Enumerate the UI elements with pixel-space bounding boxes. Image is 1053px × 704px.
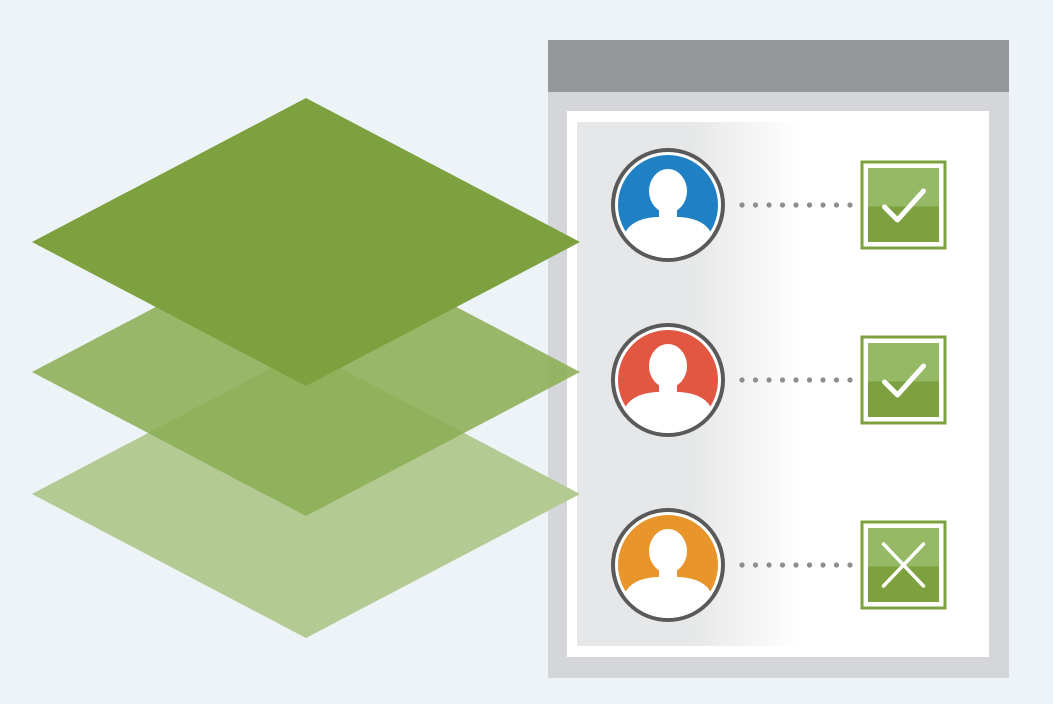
x-mark-icon — [881, 542, 926, 588]
checkmark-icon — [882, 363, 926, 398]
checkmark-icon — [882, 188, 926, 223]
panel-header-bar — [548, 40, 1009, 92]
denied-checkbox — [860, 520, 947, 610]
user-row — [611, 508, 947, 622]
approved-checkbox — [860, 335, 947, 425]
user-avatar-icon — [611, 148, 725, 262]
layer-stack — [32, 98, 580, 638]
approved-checkbox — [860, 160, 947, 250]
connector-dots — [739, 562, 853, 568]
user-avatar-icon — [611, 508, 725, 622]
connector-dots — [739, 377, 853, 383]
user-row — [611, 148, 947, 262]
connector-dots — [739, 202, 853, 208]
top-layer — [32, 98, 580, 386]
user-avatar-icon — [611, 323, 725, 437]
user-row — [611, 323, 947, 437]
user-rows — [611, 148, 947, 622]
